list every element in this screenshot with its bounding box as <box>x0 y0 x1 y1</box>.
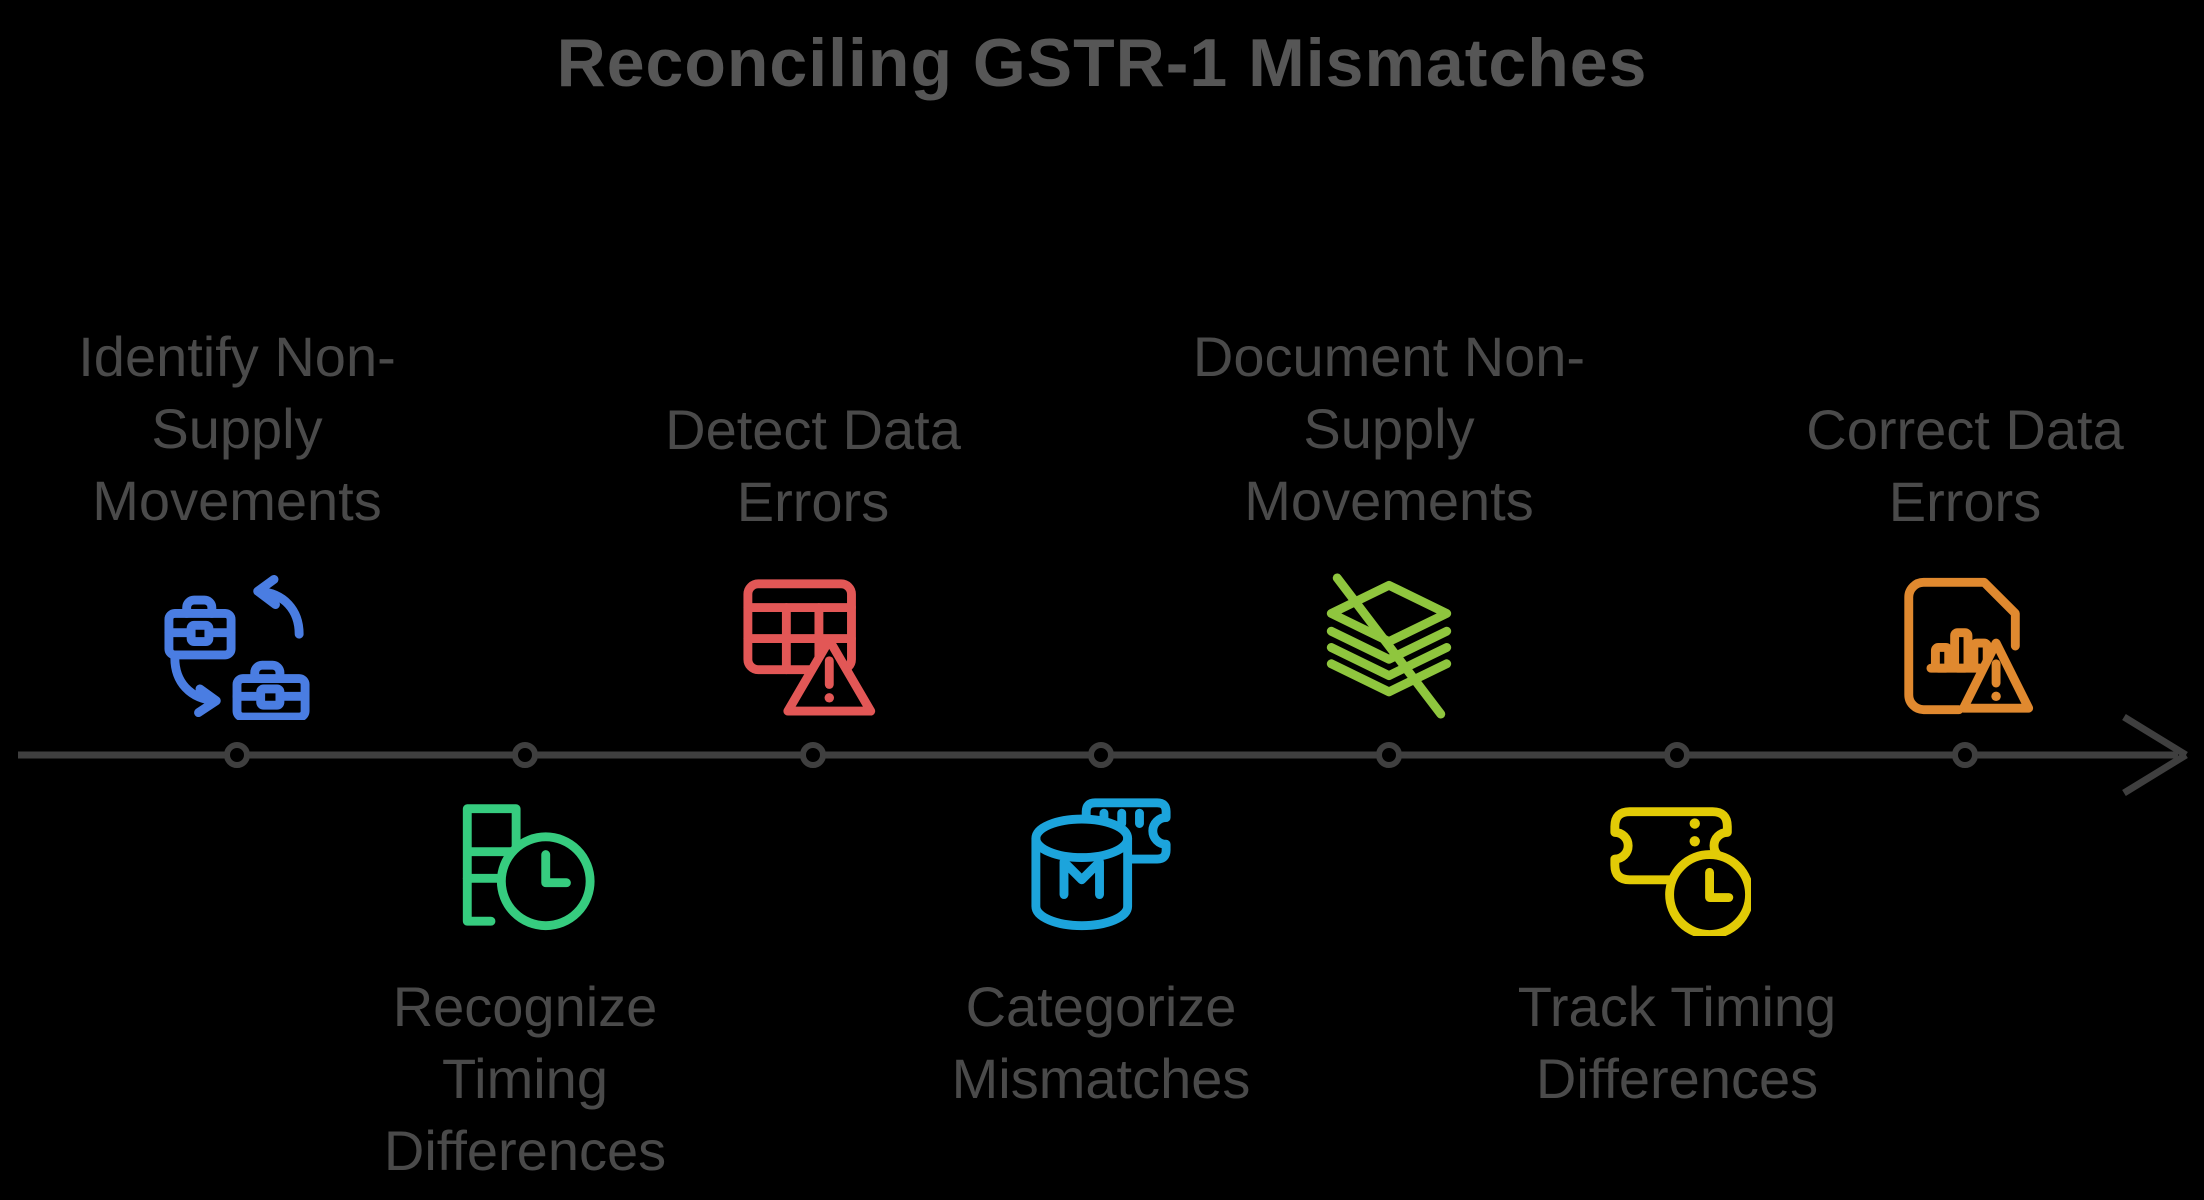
briefcase-exchange-icon <box>163 572 311 720</box>
step-label-detect-data-errors: Detect Data Errors <box>665 398 961 533</box>
step-label-track-timing-differences: Track Timing Differences <box>1517 975 1837 1110</box>
timeline-node <box>1664 742 1690 768</box>
timeline-node <box>1088 742 1114 768</box>
timeline-node <box>224 742 250 768</box>
step-label-document-non-supply-movements: Document Non- Supply Movements <box>1192 325 1586 532</box>
timeline-node <box>800 742 826 768</box>
page-title: Reconciling GSTR-1 Mismatches <box>556 25 1648 101</box>
timeline-arrowhead-icon <box>2122 714 2188 796</box>
step-label-correct-data-errors: Correct Data Errors <box>1806 398 2124 533</box>
timeline-node <box>512 742 538 768</box>
step-label-recognize-timing-differences: Recognize Timing Differences <box>383 975 667 1182</box>
database-ticket-icon <box>1027 788 1175 936</box>
timeline-node <box>1376 742 1402 768</box>
ticket-clock-icon <box>1603 788 1751 936</box>
table-warning-icon <box>739 572 887 720</box>
layers-slash-icon <box>1315 572 1463 720</box>
checklist-clock-icon <box>451 788 599 936</box>
document-chart-warning-icon <box>1891 572 2039 720</box>
step-label-categorize-mismatches: Categorize Mismatches <box>951 975 1251 1110</box>
timeline-nodes <box>224 742 1978 768</box>
timeline-node <box>1952 742 1978 768</box>
step-label-identify-non-supply-movements: Identify Non- Supply Movements <box>78 325 396 532</box>
